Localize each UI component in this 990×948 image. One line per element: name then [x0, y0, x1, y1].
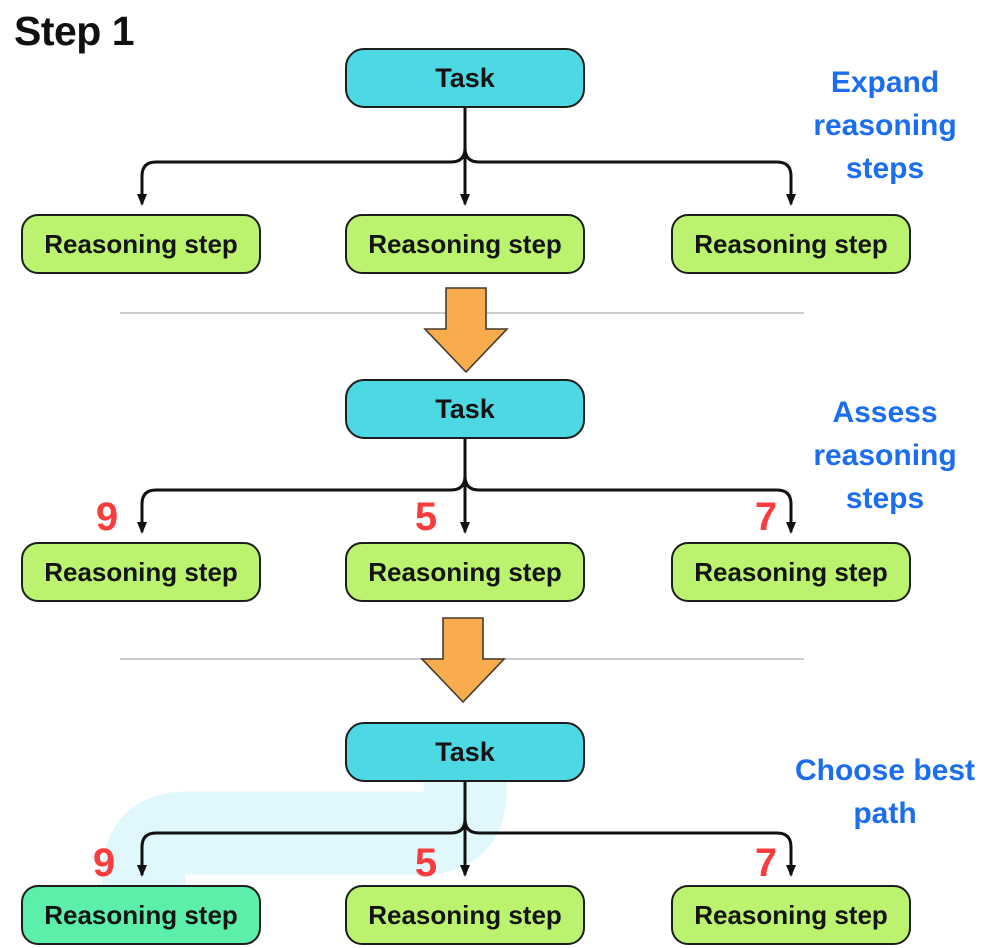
task-box-choose: Task	[345, 722, 585, 782]
down-arrow-icon-1	[423, 287, 509, 374]
score-choose-1: 9	[92, 841, 116, 885]
step-box-assess-3: Reasoning step	[671, 542, 911, 602]
step-label: Reasoning step	[694, 556, 888, 587]
side-label-choose: Choose best path	[794, 754, 976, 830]
step-box-choose-1-selected: Reasoning step	[21, 885, 261, 945]
step-box-expand-3: Reasoning step	[671, 214, 911, 274]
step-label: Reasoning step	[368, 228, 562, 259]
step-label: Reasoning step	[368, 556, 562, 587]
step-box-choose-3: Reasoning step	[671, 885, 911, 945]
task-label: Task	[435, 736, 495, 767]
task-box-expand: Task	[345, 48, 585, 108]
connector-tree-expand	[137, 108, 796, 206]
score-assess-1: 9	[95, 495, 119, 539]
score-choose-2: 5	[414, 841, 438, 885]
page-title: Step 1	[14, 8, 135, 54]
down-arrow-icon-2	[420, 617, 506, 704]
connector-tree-choose	[137, 782, 796, 877]
step-label: Reasoning step	[694, 228, 888, 259]
step-box-choose-2: Reasoning step	[345, 885, 585, 945]
side-label-assess: Assess reasoning steps	[813, 396, 957, 515]
score-assess-2: 5	[414, 495, 438, 539]
connector-tree-assess	[137, 439, 796, 534]
step-box-assess-1: Reasoning step	[21, 542, 261, 602]
step-label: Reasoning step	[44, 556, 238, 587]
step-box-expand-1: Reasoning step	[21, 214, 261, 274]
score-assess-3: 7	[754, 495, 778, 539]
step-box-expand-2: Reasoning step	[345, 214, 585, 274]
step-label: Reasoning step	[368, 899, 562, 930]
step-label: Reasoning step	[44, 228, 238, 259]
step-box-assess-2: Reasoning step	[345, 542, 585, 602]
task-label: Task	[435, 393, 495, 424]
task-box-assess: Task	[345, 379, 585, 439]
side-label-expand: Expand reasoning steps	[813, 66, 957, 185]
step-label: Reasoning step	[44, 899, 238, 930]
step-label: Reasoning step	[694, 899, 888, 930]
score-choose-3: 7	[754, 841, 778, 885]
task-label: Task	[435, 62, 495, 93]
